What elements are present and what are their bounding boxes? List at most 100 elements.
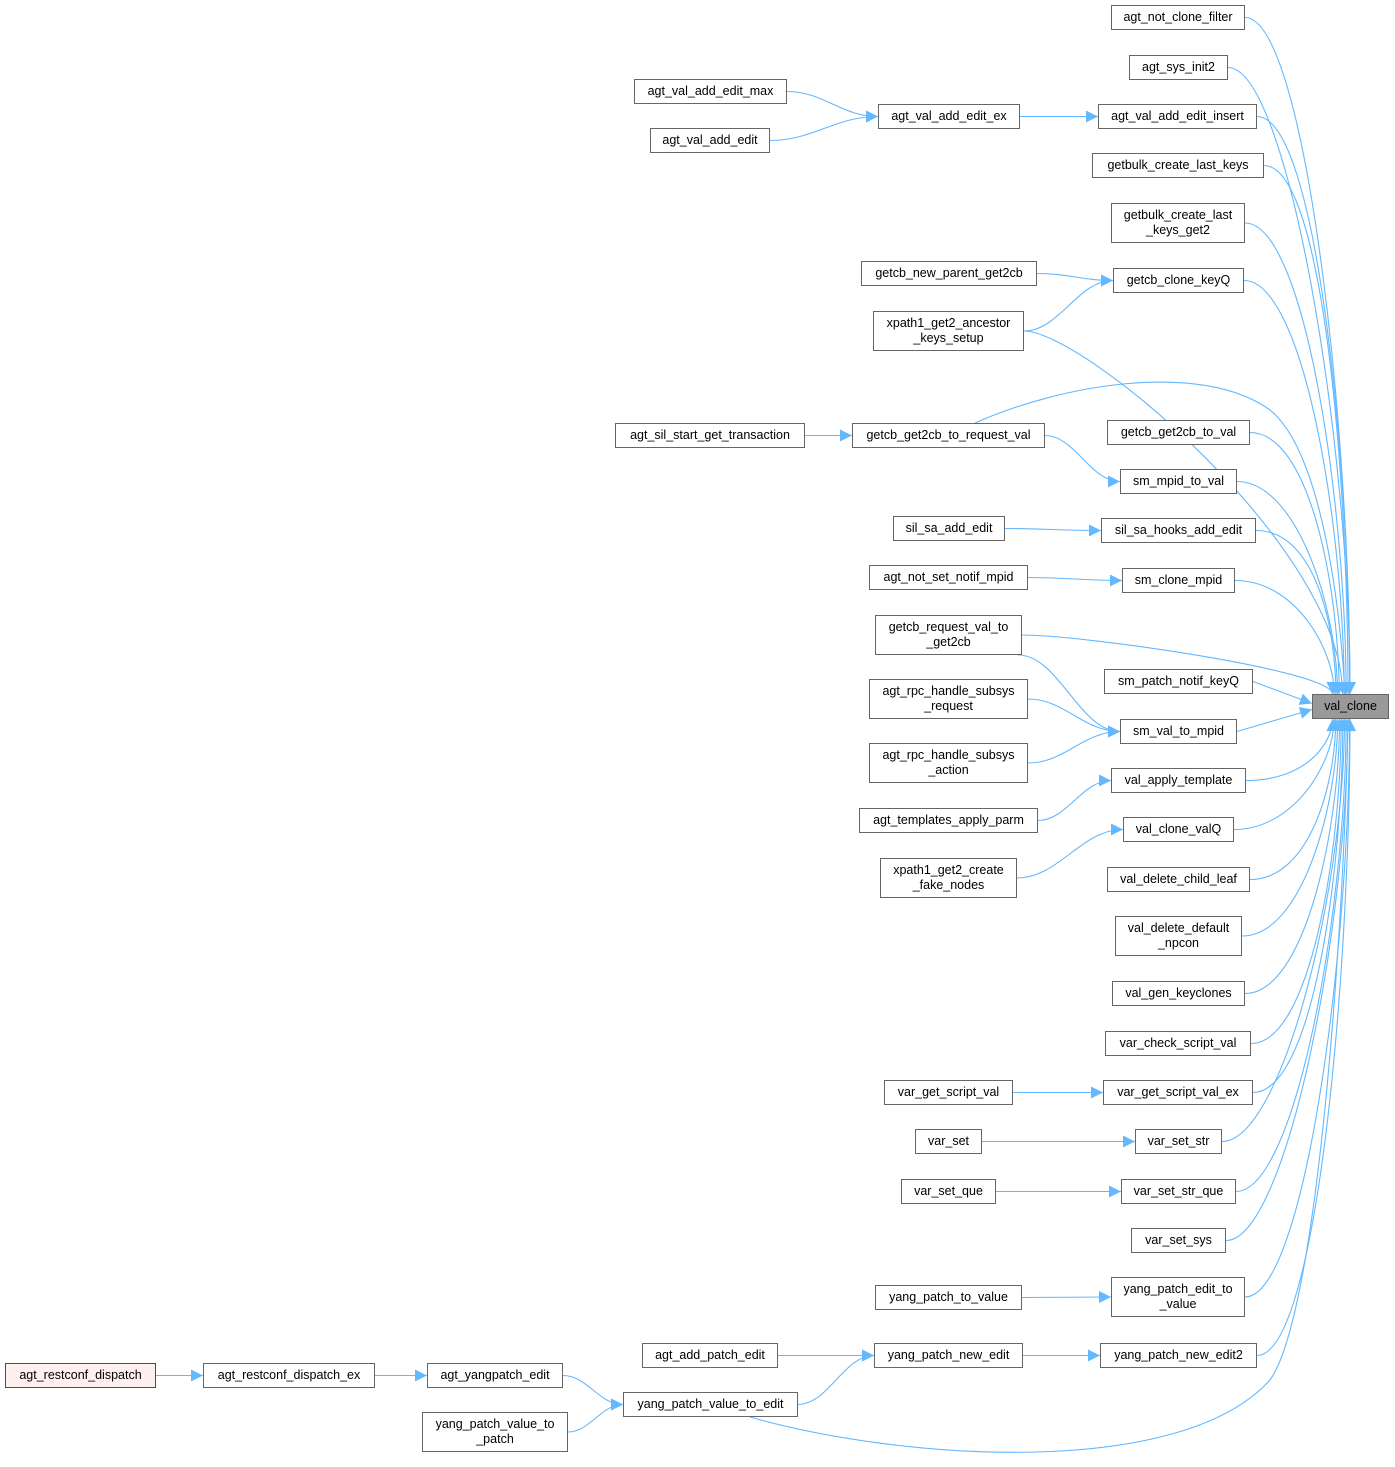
graph-node-agt-not-set-notif-mpid[interactable]: agt_not_set_notif_mpid [869,565,1028,590]
edge-getcb-request-val-to-get2cb-to-sm-val-to-mpid [1017,654,1121,738]
node-label: agt_add_patch_edit [655,1348,765,1362]
edge-agt-rpc-handle-subsys-action-to-sm-val-to-mpid [1027,725,1121,764]
graph-node-getbulk-create-last-keys[interactable]: getbulk_create_last_keys [1092,153,1264,178]
node-label: val_clone_valQ [1135,822,1222,836]
graph-node-agt-templates-apply-parm[interactable]: agt_templates_apply_parm [859,808,1038,833]
node-label: _patch [476,1432,514,1446]
graph-node-var-set-sys[interactable]: var_set_sys [1131,1228,1226,1253]
edge-agt-val-add-edit-to-agt-val-add-edit-ex [769,110,879,142]
edge-getcb-get2cb-to-request-val-to-val-clone [974,381,1351,695]
node-label: _npcon [1157,936,1199,950]
edge-sil-sa-hooks-add-edit-to-val-clone [1255,529,1342,695]
edge-var-check-script-val-to-val-clone [1250,718,1348,1045]
node-label: getbulk_create_last_keys [1107,158,1249,172]
graph-node-yang-patch-edit-to-value[interactable]: yang_patch_edit_to_value [1111,1277,1245,1317]
node-label: val_clone [1324,699,1377,713]
node-label: var_check_script_val [1119,1036,1237,1050]
graph-node-getcb-get2cb-to-val[interactable]: getcb_get2cb_to_val [1107,420,1250,445]
graph-node-yang-patch-new-edit2[interactable]: yang_patch_new_edit2 [1100,1343,1257,1368]
node-label: agt_val_add_edit_max [647,84,774,98]
graph-node-val-delete-default-npcon[interactable]: val_delete_default_npcon [1115,916,1242,956]
node-label: _keys_setup [913,331,984,345]
node-label: getcb_new_parent_get2cb [875,266,1023,280]
node-label: sil_sa_add_edit [905,521,993,535]
node-label: sil_sa_hooks_add_edit [1114,523,1243,537]
graph-node-val-apply-template[interactable]: val_apply_template [1111,768,1246,793]
node-label: agt_not_set_notif_mpid [883,570,1014,584]
graph-node-yang-patch-value-to-edit[interactable]: yang_patch_value_to_edit [623,1392,798,1417]
node-label: yang_patch_to_value [889,1290,1008,1304]
edge-getcb-get2cb-to-val-to-val-clone [1249,431,1346,695]
node-label: val_apply_template [1124,773,1233,787]
edge-yang-patch-new-edit2-to-val-clone [1256,718,1356,1357]
graph-node-yang-patch-new-edit[interactable]: yang_patch_new_edit [874,1343,1023,1368]
graph-node-var-set-que[interactable]: var_set_que [901,1179,996,1204]
graph-node-agt-restconf-dispatch[interactable]: agt_restconf_dispatch [5,1363,156,1388]
node-label: agt_sys_init2 [1142,60,1215,74]
graph-node-var-set[interactable]: var_set [915,1129,982,1154]
node-label: agt_templates_apply_parm [873,813,1024,827]
graph-node-sm-patch-notif-keyQ[interactable]: sm_patch_notif_keyQ [1104,669,1253,694]
graph-node-getcb-new-parent-get2cb[interactable]: getcb_new_parent_get2cb [861,261,1037,286]
node-label: var_get_script_val [897,1085,1000,1099]
graph-node-agt-rpc-handle-subsys-action[interactable]: agt_rpc_handle_subsys_action [869,743,1028,783]
graph-node-agt-rpc-handle-subsys-request[interactable]: agt_rpc_handle_subsys_request [869,679,1028,719]
edge-val-clone-valQ-to-val-clone [1233,718,1341,831]
edge-sm-clone-mpid-to-val-clone [1234,579,1341,695]
graph-node-xpath1-get2-create-fake-nodes[interactable]: xpath1_get2_create_fake_nodes [880,858,1017,898]
edge-yang-patch-to-value-to-yang-patch-edit-to-value [1021,1291,1112,1304]
graph-node-getcb-request-val-to-get2cb[interactable]: getcb_request_val_to_get2cb [875,615,1022,655]
graph-node-sil-sa-hooks-add-edit[interactable]: sil_sa_hooks_add_edit [1101,518,1256,543]
node-label: agt_val_add_edit [662,133,758,147]
node-label: _request [924,699,973,713]
graph-node-agt-val-add-edit-max[interactable]: agt_val_add_edit_max [634,79,787,104]
graph-node-yang-patch-to-value[interactable]: yang_patch_to_value [875,1285,1022,1310]
graph-node-val-gen-keyclones[interactable]: val_gen_keyclones [1112,981,1245,1006]
graph-node-sil-sa-add-edit[interactable]: sil_sa_add_edit [893,516,1005,541]
edge-xpath1-get2-create-fake-nodes-to-val-clone-valQ [1016,823,1124,879]
node-label: agt_restconf_dispatch [19,1368,142,1382]
edge-sm-patch-notif-keyQ-to-val-clone [1252,680,1313,705]
node-label: _keys_get2 [1146,223,1210,237]
edge-var-set-str-to-val-clone [1221,718,1351,1143]
graph-node-var-get-script-val[interactable]: var_get_script_val [884,1080,1013,1105]
graph-node-xpath1-get2-ancestor-keys-setup[interactable]: xpath1_get2_ancestor_keys_setup [873,311,1024,351]
graph-node-sm-clone-mpid[interactable]: sm_clone_mpid [1122,568,1235,593]
graph-node-getcb-clone-keyQ[interactable]: getcb_clone_keyQ [1113,268,1244,293]
graph-node-sm-mpid-to-val[interactable]: sm_mpid_to_val [1120,469,1237,494]
graph-node-agt-sil-start-get-transaction[interactable]: agt_sil_start_get_transaction [615,423,805,448]
graph-node-agt-not-clone-filter[interactable]: agt_not_clone_filter [1111,5,1245,30]
node-label: agt_sil_start_get_transaction [630,428,790,442]
node-label: var_get_script_val_ex [1117,1085,1239,1099]
graph-node-agt-add-patch-edit[interactable]: agt_add_patch_edit [642,1343,778,1368]
graph-node-val-clone[interactable]: val_clone [1312,694,1389,719]
graph-node-sm-val-to-mpid[interactable]: sm_val_to_mpid [1120,719,1237,744]
node-label: sm_patch_notif_keyQ [1118,674,1239,688]
graph-node-yang-patch-value-to-patch[interactable]: yang_patch_value_to_patch [422,1412,568,1452]
graph-node-agt-sys-init2[interactable]: agt_sys_init2 [1129,55,1228,80]
graph-node-var-check-script-val[interactable]: var_check_script_val [1105,1031,1251,1056]
edge-agt-rpc-handle-subsys-request-to-sm-val-to-mpid [1027,698,1121,738]
edge-yang-patch-value-to-edit-to-val-clone [749,718,1354,1453]
graph-node-agt-val-add-edit-ex[interactable]: agt_val_add_edit_ex [878,104,1020,129]
graph-node-getcb-get2cb-to-request-val[interactable]: getcb_get2cb_to_request_val [852,423,1045,448]
graph-node-agt-val-add-edit[interactable]: agt_val_add_edit [650,128,770,153]
graph-node-var-get-script-val-ex[interactable]: var_get_script_val_ex [1103,1080,1253,1105]
graph-node-var-set-str[interactable]: var_set_str [1135,1129,1222,1154]
node-label: xpath1_get2_create [893,863,1004,877]
node-label: agt_val_add_edit_insert [1111,109,1244,123]
graph-node-var-set-str-que[interactable]: var_set_str_que [1121,1179,1236,1204]
node-label: yang_patch_new_edit2 [1114,1348,1243,1362]
edge-sil-sa-add-edit-to-sil-sa-hooks-add-edit [1004,524,1102,537]
graph-node-getbulk-create-last-keys-get2[interactable]: getbulk_create_last_keys_get2 [1111,203,1245,243]
node-label: yang_patch_value_to [435,1417,555,1431]
node-label: _value [1159,1297,1197,1311]
graph-node-agt-yangpatch-edit[interactable]: agt_yangpatch_edit [427,1363,563,1388]
edge-agt-val-add-edit-insert-to-val-clone [1256,115,1356,695]
graph-node-agt-restconf-dispatch-ex[interactable]: agt_restconf_dispatch_ex [203,1363,375,1388]
graph-node-val-delete-child-leaf[interactable]: val_delete_child_leaf [1107,867,1250,892]
graph-node-val-clone-valQ[interactable]: val_clone_valQ [1123,817,1234,842]
graph-node-agt-val-add-edit-insert[interactable]: agt_val_add_edit_insert [1098,104,1257,129]
edge-getcb-request-val-to-get2cb-to-val-clone [1021,634,1339,695]
